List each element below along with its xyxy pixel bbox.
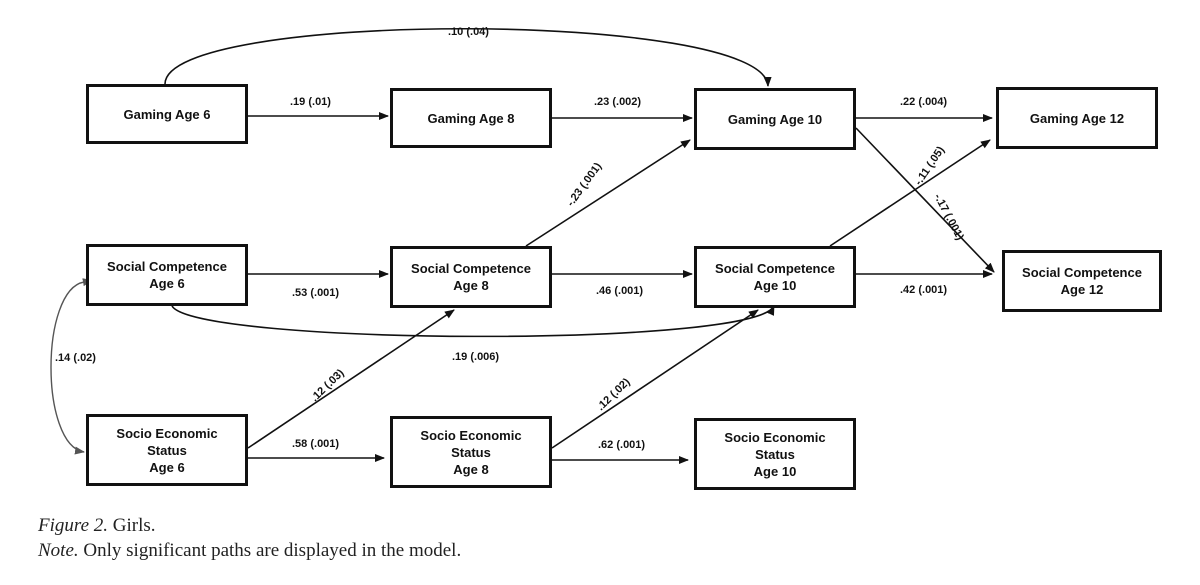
node-gaming-age-12: Gaming Age 12 [996,87,1158,149]
arrow-social10-gaming12 [829,139,991,247]
figure-caption: Figure 2. Girls. [38,515,156,537]
node-label: Socio Economic Status Age 10 [724,429,826,479]
node-social-competence-age-8: Social Competence Age 8 [390,246,552,308]
node-label: Social Competence Age 10 [715,261,835,293]
label-gaming10-gaming12: .22 (.004) [900,96,947,108]
arrow-ses6-social8 [247,309,455,449]
node-gaming-age-6: Gaming Age 6 [86,84,248,144]
node-label: Gaming Age 10 [727,111,823,127]
node-label: Social Competence Age 6 [107,259,227,291]
node-label: Gaming Age 12 [1029,110,1125,126]
node-gaming-age-8: Gaming Age 8 [390,88,552,148]
node-socio-economic-status-age-10: Socio Economic Status Age 10 [694,418,856,490]
node-label: Socio Economic Status Age 6 [116,425,218,475]
arrow-social6-social10 [171,305,775,338]
arrow-social8-gaming10 [525,139,691,247]
node-label: Socio Economic Status Age 8 [420,427,522,477]
label-gaming6-gaming8: .19 (.01) [290,96,331,108]
label-gaming8-gaming10: .23 (.002) [594,96,641,108]
arrow-social6-ses6 [50,278,93,455]
node-gaming-age-10: Gaming Age 10 [694,88,856,150]
node-label: Social Competence Age 12 [1022,265,1142,297]
node-socio-economic-status-age-6: Socio Economic Status Age 6 [86,414,248,486]
label-social6-social8: .53 (.001) [292,287,339,299]
node-socio-economic-status-age-8: Socio Economic Status Age 8 [390,416,552,488]
note-text: Only significant paths are displayed in … [83,540,462,561]
label-gaming10-social12: -.17 (.001) [931,192,966,243]
label-gaming6-gaming10: .10 (.04) [448,26,489,38]
node-label: Social Competence Age 8 [411,261,531,293]
label-social8-gaming10: -.23 (.001) [565,160,605,208]
label-social8-social10: .46 (.001) [596,285,643,297]
arrow-gaming10-social12 [855,127,995,273]
label-social6-social10: .19 (.006) [452,351,499,363]
node-label: Gaming Age 6 [123,106,211,122]
node-social-competence-age-10: Social Competence Age 10 [694,246,856,308]
node-social-competence-age-6: Social Competence Age 6 [86,244,248,306]
figure-title: Girls. [112,515,156,536]
label-ses6-ses8: .58 (.001) [292,438,339,450]
label-social6-ses6: .14 (.02) [55,352,96,364]
note-label: Note. [38,540,79,561]
label-ses8-ses10: .62 (.001) [598,439,645,451]
figure-note: Note. Only significant paths are display… [38,540,461,562]
label-social10-social12: .42 (.001) [900,284,947,296]
node-label: Gaming Age 8 [427,110,515,126]
arrow-ses8-social10 [551,309,759,449]
figure-label: Figure 2. [38,515,109,536]
label-social10-gaming12: -.11 (.05) [913,144,948,187]
node-social-competence-age-12: Social Competence Age 12 [1002,250,1162,312]
arrow-gaming6-gaming10 [164,27,772,87]
